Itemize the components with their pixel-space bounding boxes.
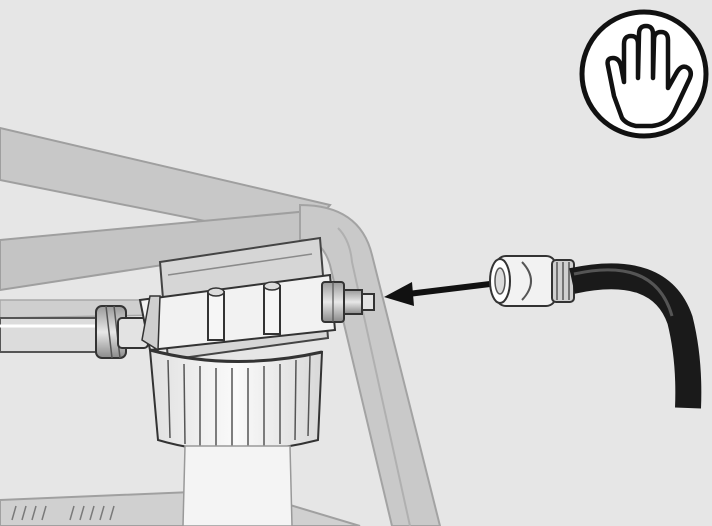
frame-lower-rail [0,299,161,319]
arrow-left-icon [384,281,493,306]
filter-head [138,273,337,352]
filter-bowl [148,348,324,526]
quick-connector [489,255,575,307]
outlet-fitting [321,281,375,323]
bottom-ribs [11,505,115,521]
garden-hose [569,263,702,409]
hand-stop-icon [579,9,709,139]
hose-clamp [95,305,149,359]
